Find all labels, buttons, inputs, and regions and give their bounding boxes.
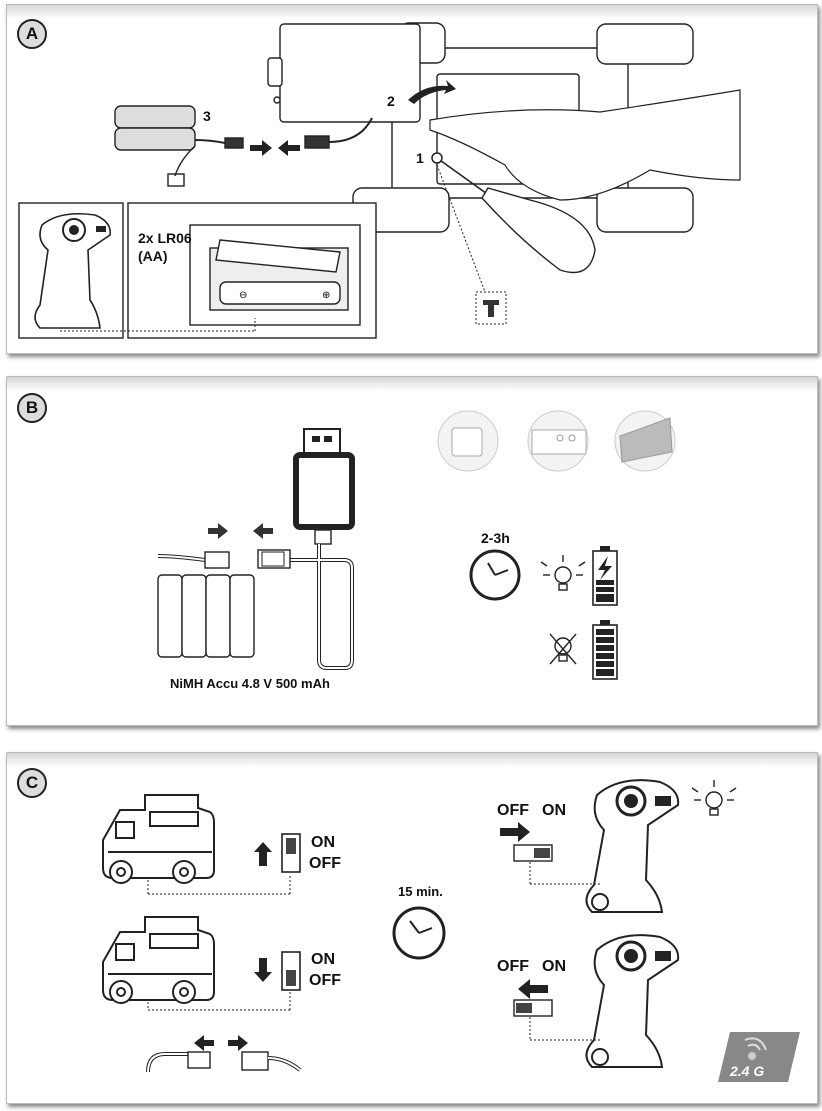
car-switch-off-label-bottom: OFF [309, 972, 341, 989]
panel-b-badge: B [17, 393, 47, 423]
step-screw-label: 1 [416, 150, 424, 166]
battery-spec-label: NiMH Accu 4.8 V 500 mAh [170, 676, 330, 691]
tx-off-label-bottom: OFF [497, 958, 529, 975]
tx-on-label-bottom: ON [542, 958, 566, 975]
logo-text: 2.4 G [730, 1063, 765, 1079]
step-plug-label: 3 [203, 108, 211, 124]
battery-count-label: 2x LR06 [138, 230, 192, 246]
battery-type-label: (AA) [138, 248, 168, 264]
wait-time-label: 15 min. [398, 884, 443, 899]
car-switch-off-label-top: OFF [309, 855, 341, 872]
tx-on-label-top: ON [542, 802, 566, 819]
panel-a-badge: A [17, 19, 47, 49]
panel-c [6, 752, 818, 1104]
panel-b [6, 376, 818, 726]
panel-a [6, 4, 818, 354]
car-switch-on-label-top: ON [311, 834, 335, 851]
tx-off-label-top: OFF [497, 802, 529, 819]
step-cover-label: 2 [387, 93, 395, 109]
panel-c-badge: C [17, 768, 47, 798]
charge-time-label: 2-3h [481, 530, 510, 546]
car-switch-on-label-bottom: ON [311, 951, 335, 968]
